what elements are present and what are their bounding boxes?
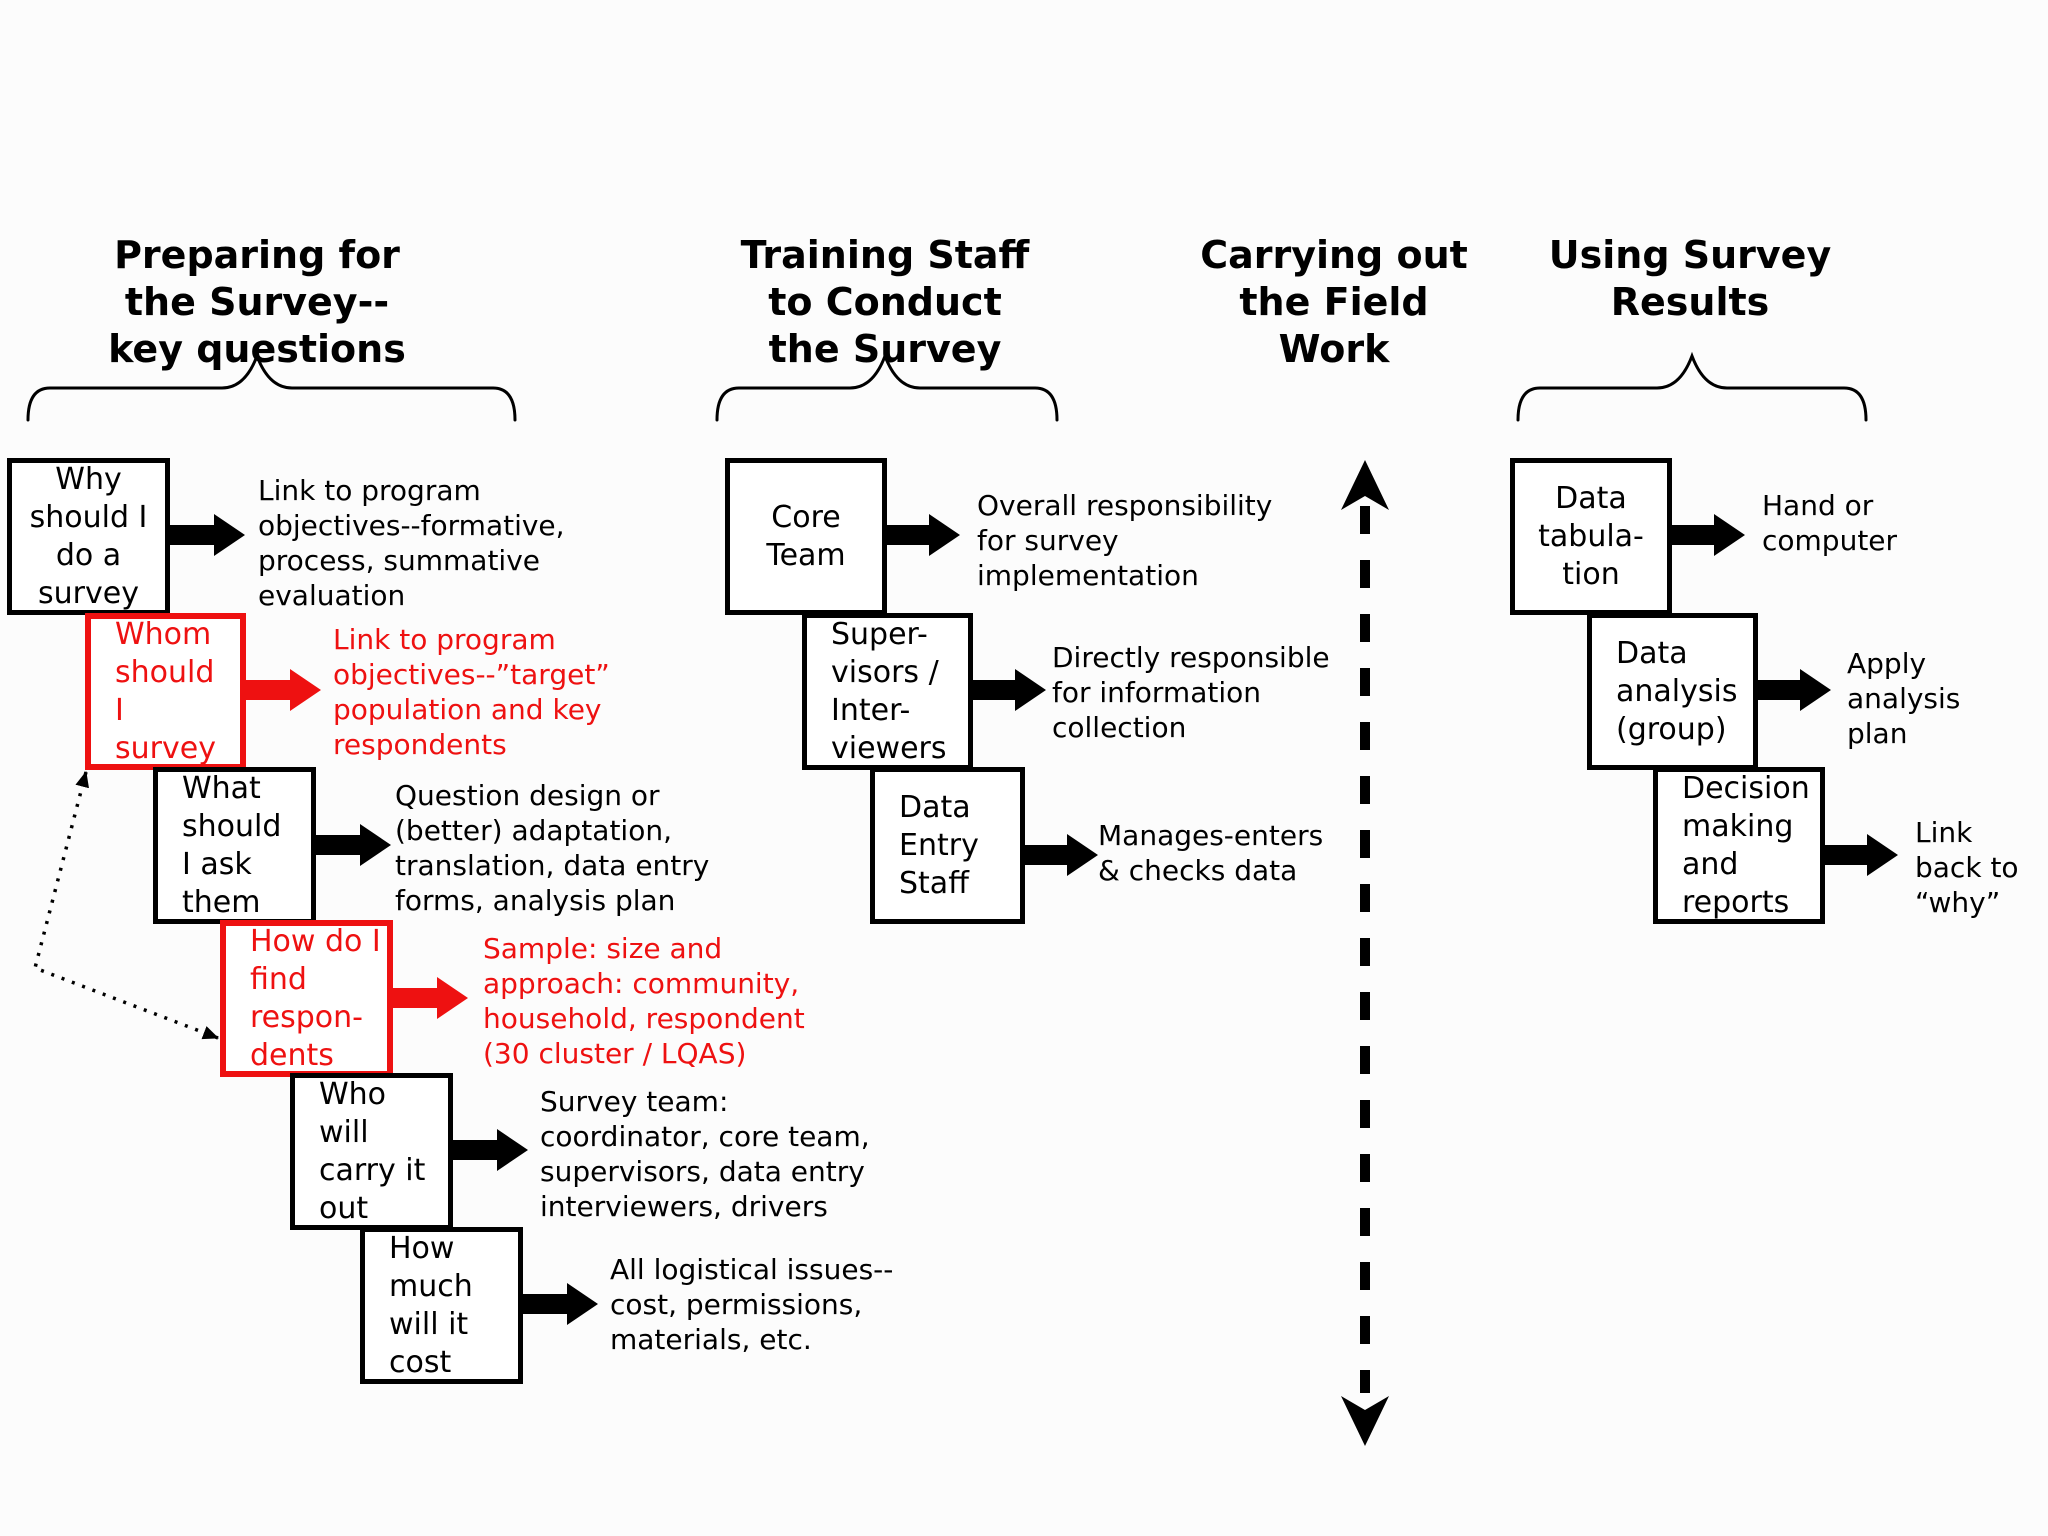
note-why: Link to program objectives--formative, p… — [258, 474, 565, 612]
flow-box-why-survey: Why should I do a survey — [7, 458, 170, 615]
column-title-fieldwork: Carrying out the Field Work — [1200, 233, 1468, 371]
right-arrow-icon — [969, 669, 1046, 711]
note-what: Question design or (better) adaptation, … — [395, 779, 710, 917]
flow-box-decision-making: Decision making and reports — [1653, 767, 1825, 924]
flow-box-find-respondents: How do I find respon- dents — [220, 920, 393, 1077]
right-arrow-icon — [521, 1283, 598, 1325]
curly-brace-icon — [1516, 351, 1868, 422]
curly-brace-icon — [715, 351, 1059, 422]
right-arrow-icon — [1754, 669, 1831, 711]
flow-box-core-team: Core Team — [725, 458, 887, 615]
right-arrow-icon — [1668, 514, 1745, 556]
flow-box-who-carry: Who will carry it out — [290, 1073, 453, 1230]
note-analysis: Apply analysis plan — [1847, 647, 1961, 750]
right-arrow-icon — [168, 514, 245, 556]
right-arrow-icon — [1821, 834, 1898, 876]
note-supervisors: Directly responsible for information col… — [1052, 641, 1330, 744]
right-arrow-icon — [1021, 834, 1098, 876]
column-title-training: Training Staff to Conduct the Survey — [740, 233, 1030, 371]
note-find: Sample: size and approach: community, ho… — [483, 932, 805, 1070]
column-title-results: Using Survey Results — [1548, 233, 1832, 324]
flow-box-data-entry: Data Entry Staff — [870, 767, 1025, 924]
right-arrow-icon — [883, 514, 960, 556]
note-who: Survey team: coordinator, core team, sup… — [540, 1085, 870, 1223]
right-arrow-icon — [451, 1129, 528, 1171]
dotted-connector-arrow — [32, 771, 219, 1040]
flow-box-supervisors: Super- visors / Inter- viewers — [802, 613, 973, 770]
flow-box-whom-survey: Whom should I survey — [85, 613, 246, 770]
flow-box-what-ask: What should I ask them — [153, 767, 316, 924]
flow-box-data-tabulation: Data tabula- tion — [1510, 458, 1672, 615]
right-arrow-icon — [314, 824, 391, 866]
note-tabulation: Hand or computer — [1762, 489, 1898, 557]
right-arrow-icon — [244, 669, 321, 711]
note-cost: All logistical issues-- cost, permission… — [610, 1253, 894, 1356]
note-core-team: Overall responsibility for survey implem… — [977, 489, 1273, 592]
flow-box-data-analysis: Data analysis (group) — [1587, 613, 1758, 770]
column-title-preparing: Preparing for the Survey-- key questions — [108, 233, 406, 371]
note-whom: Link to program objectives--”target” pop… — [333, 623, 610, 761]
field-work-double-arrow-icon — [1341, 460, 1389, 1446]
curly-brace-icon — [26, 351, 517, 422]
right-arrow-icon — [391, 977, 468, 1019]
note-decision: Link back to “why” — [1915, 816, 2019, 919]
note-data-entry: Manages-enters & checks data — [1098, 819, 1324, 887]
flow-box-cost: How much will it cost — [360, 1227, 523, 1384]
